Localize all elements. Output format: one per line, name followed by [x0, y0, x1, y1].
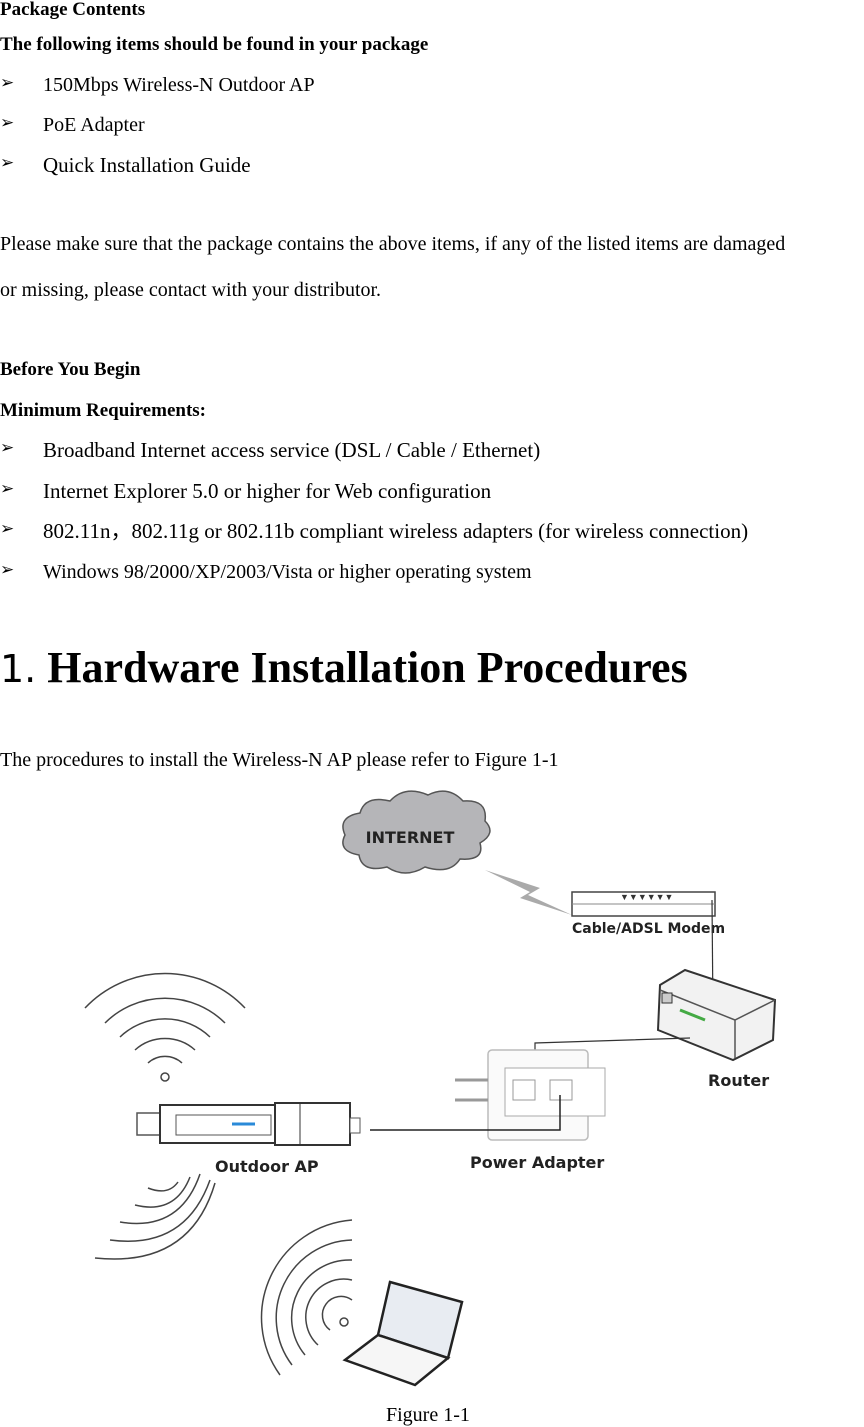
- outdoor-ap-label: Outdoor AP: [215, 1157, 319, 1176]
- arrowhead-bullet-icon: ➢: [0, 560, 15, 580]
- before-you-begin-heading: Before You Begin: [0, 359, 141, 380]
- modem-label: Cable/ADSL Modem: [572, 921, 725, 937]
- minimum-requirements-heading: Minimum Requirements:: [0, 400, 206, 421]
- power-adapter-label: Power Adapter: [470, 1153, 604, 1172]
- internet-label: INTERNET: [366, 828, 455, 847]
- package-contents-subheading: The following items should be found in y…: [0, 34, 429, 55]
- svg-text:▼▼▼▼▼▼: ▼▼▼▼▼▼: [620, 892, 673, 902]
- internet-cloud-icon: INTERNET: [342, 790, 491, 874]
- package-contents-heading: Package Contents: [0, 0, 146, 20]
- lightning-icon: [485, 870, 572, 915]
- modem-icon: ▼▼▼▼▼▼ Cable/ADSL Modem: [571, 891, 725, 937]
- wifi-signal-icon: [84, 972, 246, 1082]
- arrowhead-bullet-icon: ➢: [0, 438, 15, 458]
- wifi-signal-icon: [94, 1173, 216, 1260]
- arrowhead-bullet-icon: ➢: [0, 479, 15, 499]
- package-note-line: or missing, please contact with your dis…: [0, 279, 382, 301]
- arrowhead-bullet-icon: ➢: [0, 73, 15, 93]
- section-intro: The procedures to install the Wireless-N…: [0, 749, 559, 771]
- network-diagram-figure: INTERNET ▼▼▼▼▼▼ Cable/ADSL Modem Router: [84, 790, 777, 1387]
- arrowhead-bullet-icon: ➢: [0, 153, 15, 173]
- laptop-icon: [342, 1280, 464, 1387]
- outdoor-ap-icon: Outdoor AP: [136, 1102, 361, 1176]
- wifi-signal-icon: [260, 1219, 353, 1376]
- package-note-line: Please make sure that the package contai…: [0, 233, 786, 255]
- section-heading: 1. Hardware Installation Procedures: [0, 643, 688, 692]
- router-icon: Router: [656, 968, 777, 1090]
- router-label: Router: [708, 1071, 769, 1090]
- figure-caption: Figure 1-1: [386, 1404, 470, 1426]
- arrowhead-bullet-icon: ➢: [0, 519, 15, 539]
- power-adapter-icon: Power Adapter: [455, 1049, 606, 1172]
- arrowhead-bullet-icon: ➢: [0, 113, 15, 133]
